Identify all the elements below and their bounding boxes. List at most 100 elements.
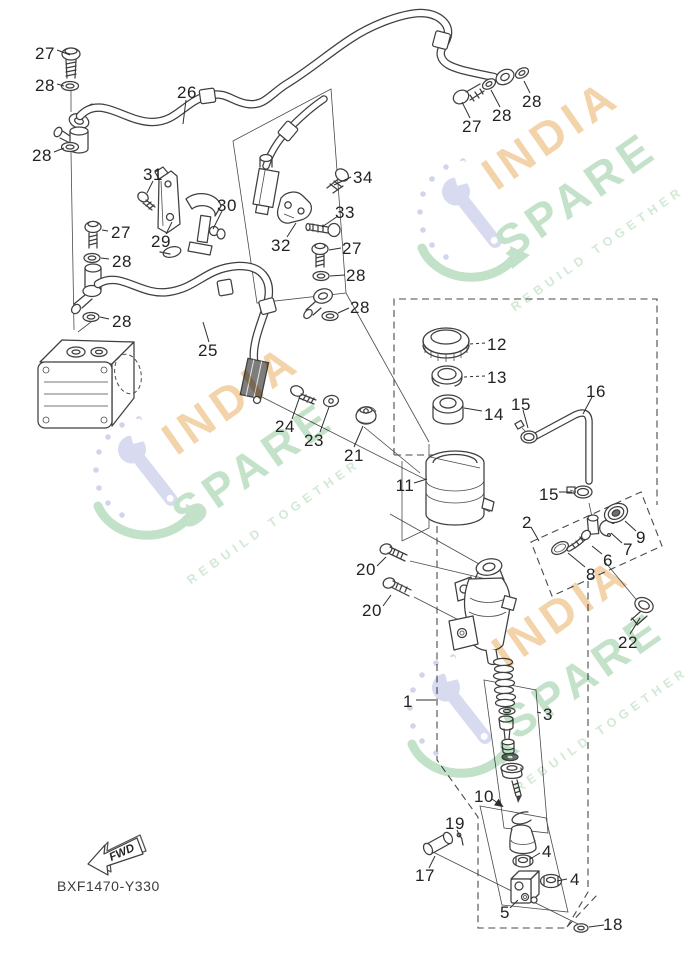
clamp-15-lower: [566, 485, 593, 499]
leader-line-9: [624, 520, 637, 532]
callout-12: 12: [487, 335, 507, 354]
o-ring-8: [551, 540, 569, 556]
boot: [509, 824, 537, 855]
leader-line-33: [321, 215, 339, 228]
callout-28: 28: [112, 252, 132, 271]
leader-line-14: [463, 407, 483, 412]
callout-20: 20: [356, 560, 376, 579]
leader-line-7: [610, 532, 623, 544]
diaphragm-14: [432, 394, 464, 425]
callout-29: 29: [151, 232, 171, 251]
piston-kit-3: [492, 657, 524, 803]
leader-line-17: [428, 855, 436, 869]
leader-line-13: [462, 375, 486, 378]
leader-line-28: [490, 89, 501, 108]
callout-7: 7: [623, 540, 633, 559]
leader-line-20: [382, 594, 392, 607]
callout-27: 27: [35, 44, 55, 63]
bolt-22: [630, 596, 654, 626]
circlip-10-area: [511, 811, 532, 825]
callout-28: 28: [522, 92, 542, 111]
leader-line-28: [337, 307, 350, 314]
callout-23: 23: [304, 431, 324, 450]
callout-9: 9: [636, 528, 646, 547]
callout-27: 27: [111, 223, 131, 242]
diagram-linework: [37, 8, 663, 933]
callout-10: 10: [474, 787, 494, 806]
leader-line-3: [536, 711, 542, 714]
leader-line-24: [291, 395, 301, 420]
hose-25: [93, 261, 277, 405]
fwd-arrow-icon: FWD: [87, 834, 147, 876]
callout-26: 26: [177, 83, 197, 102]
callout-15: 15: [539, 485, 559, 504]
screw-24: [290, 385, 317, 405]
reservoir-tank-11: [425, 450, 495, 526]
leader-line-26: [182, 99, 187, 125]
callout-32: 32: [271, 236, 291, 255]
callout-21: 21: [344, 446, 364, 465]
leader-line-22: [629, 617, 641, 635]
leader-line-23: [319, 406, 330, 433]
leader-line-4: [529, 852, 541, 860]
leader-line-28: [56, 83, 65, 87]
clamp-30: [159, 193, 226, 258]
callout-28: 28: [32, 146, 52, 165]
callout-28: 28: [35, 76, 55, 95]
callout-15: 15: [511, 395, 531, 414]
washer-23: [322, 394, 340, 408]
elbow-joint-6: [566, 514, 600, 552]
callout-28: 28: [112, 312, 132, 331]
callouts-layer: 2728282627282834333231293027282825242321…: [32, 44, 646, 934]
leader-line-28: [99, 316, 110, 320]
bolts-20: [379, 543, 412, 597]
callout-27: 27: [342, 239, 362, 258]
reservoir-cap-12: [422, 327, 470, 362]
callout-34: 34: [353, 168, 373, 187]
leader-line-8: [567, 552, 586, 568]
callout-27: 27: [462, 117, 482, 136]
leader-line-20: [376, 556, 387, 567]
leader-line-28: [53, 147, 65, 153]
callout-17: 17: [415, 866, 435, 885]
callout-16: 16: [586, 382, 606, 401]
bracket-29: [154, 166, 181, 234]
part-code: BXF1470-Y330: [57, 878, 160, 894]
grommet-9: [603, 502, 629, 524]
callout-2: 2: [522, 513, 532, 532]
washer-18: [573, 923, 589, 933]
mid-banjo-column: [303, 242, 339, 322]
leader-line-28: [523, 80, 531, 94]
leader-line-11: [413, 478, 428, 484]
clamp-15-upper: [514, 419, 538, 444]
leader-line-31: [146, 180, 154, 194]
callout-31: 31: [143, 165, 163, 184]
leader-line-28: [329, 274, 346, 277]
nut-4a: [512, 854, 534, 868]
leader-line-25: [202, 321, 210, 343]
callout-14: 14: [484, 405, 504, 424]
callout-4: 4: [542, 842, 552, 861]
leader-line-15: [522, 409, 529, 429]
screw-31: [137, 191, 156, 211]
callout-19: 19: [445, 814, 465, 833]
bolt-34: [326, 168, 350, 194]
leader-line-18: [588, 924, 605, 928]
bolt-33: [305, 222, 341, 238]
callout-3: 3: [543, 705, 553, 724]
callout-6: 6: [603, 551, 613, 570]
leader-line-30: [212, 210, 223, 230]
leader-line-29: [165, 221, 173, 235]
leader-line-27: [101, 229, 109, 232]
callout-28: 28: [492, 106, 512, 125]
callout-13: 13: [487, 368, 507, 387]
clevis-5: [510, 870, 540, 904]
callout-24: 24: [275, 417, 295, 436]
callout-11: 11: [396, 476, 415, 495]
leader-line-27: [56, 49, 71, 56]
dashed-boxes: [393, 298, 663, 929]
hose-branch: [252, 95, 328, 224]
callout-4: 4: [570, 870, 580, 889]
